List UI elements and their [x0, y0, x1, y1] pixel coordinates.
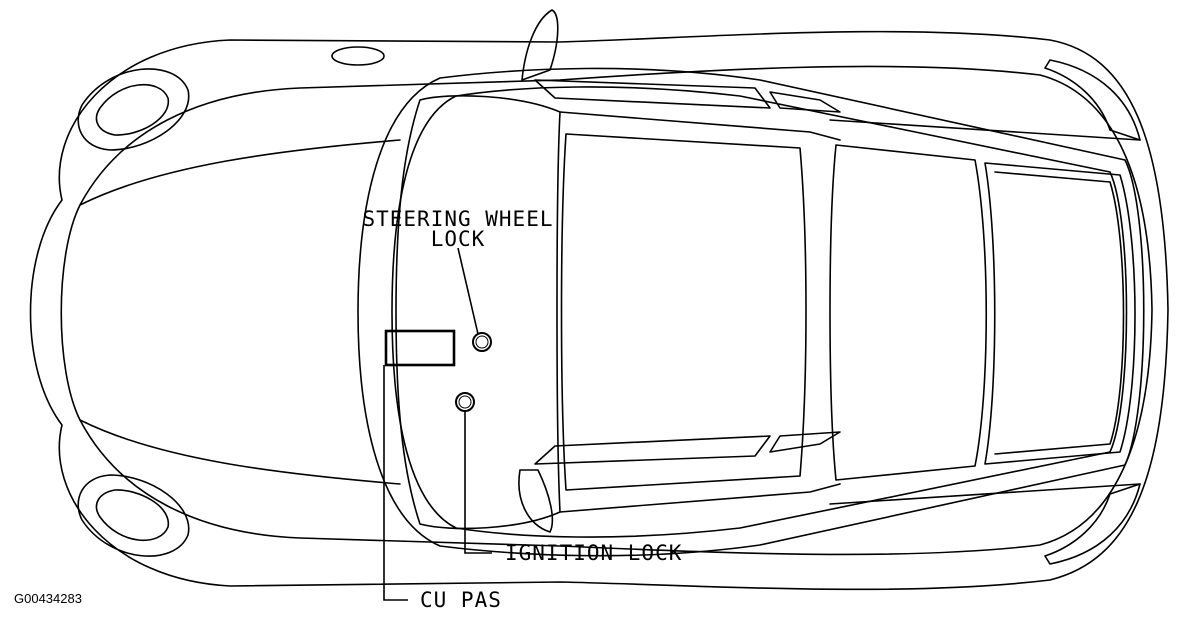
side-window-bottom-rear [769, 431, 841, 453]
hood-vent [331, 46, 385, 66]
mirror-top [521, 9, 559, 81]
headlight-bottom-outer [77, 474, 190, 557]
side-window-top-rear [769, 91, 841, 113]
body-inner-outline [60, 65, 1153, 556]
hood-crease-top [79, 139, 401, 206]
mirror-bottom [518, 469, 554, 533]
rear-deck-bottom [829, 483, 1141, 505]
side-window-top [534, 79, 771, 109]
steering-wheel-lock-marker [472, 332, 492, 352]
steering-wheel-lock-leader [457, 247, 479, 335]
roof-panel [560, 133, 807, 491]
rear-window [984, 162, 1136, 465]
rear-window-inner [994, 171, 1125, 455]
ignition-lock-leader [464, 411, 492, 554]
cabin-outline [357, 67, 1145, 557]
cu-pas-label: CU PAS [420, 588, 502, 612]
cu-pas-box [384, 329, 456, 367]
cu-pas-leader [383, 365, 408, 601]
side-window-bottom [534, 435, 771, 465]
headlight-top-inner [95, 84, 169, 136]
rear-light-bottom [1044, 483, 1141, 565]
rear-deck-top [829, 119, 1141, 141]
ignition-lock-label: IGNITION LOCK [505, 541, 682, 565]
ignition-lock-marker [455, 392, 475, 412]
body-outer-outline [29, 30, 1169, 591]
headlight-top-outer [77, 68, 190, 151]
car-body-outline [29, 9, 1169, 591]
roof-bar-bottom [559, 483, 841, 513]
figure-id: G00434283 [14, 591, 82, 606]
cabin-inner-outline [391, 86, 1128, 538]
steering-wheel-lock-label-line2: LOCK [431, 227, 486, 251]
rear-light-top [1044, 59, 1141, 141]
hood-crease-bottom [79, 419, 401, 485]
headlight-bottom-inner [95, 489, 169, 541]
rear-window-front [829, 144, 988, 481]
leader-lines [383, 247, 492, 601]
roof-bar-top [559, 111, 841, 141]
steering-wheel-lock-label-line1: STEERING WHEEL [362, 207, 553, 231]
